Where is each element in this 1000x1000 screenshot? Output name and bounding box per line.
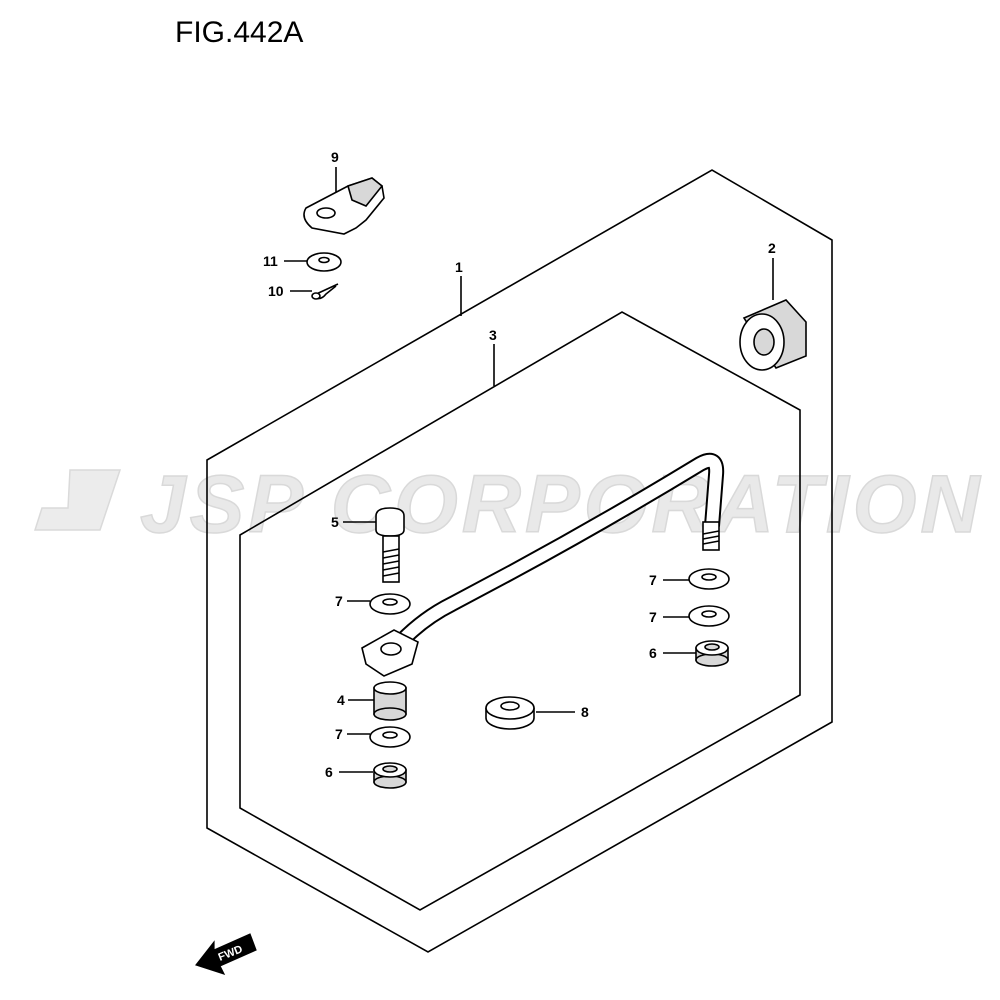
part-7-washer-right-bottom: [688, 605, 730, 627]
callout-2: 2: [768, 240, 776, 256]
callout-7-left-top: 7: [335, 593, 343, 609]
callout-10: 10: [268, 283, 284, 299]
callout-1: 1: [455, 259, 463, 275]
part-8-washer: [485, 696, 535, 730]
watermark-text: JSP CORPORATION: [140, 459, 984, 550]
kit-outline-3: [239, 311, 801, 911]
figure-title: FIG.442A: [175, 16, 303, 49]
part-4-collar: [373, 681, 407, 721]
fwd-arrow-icon: FWD: [194, 933, 257, 976]
part-11-washer: [306, 252, 342, 272]
part-10-pin: [311, 283, 339, 300]
part-6-nut-left: [373, 762, 407, 789]
callout-3: 3: [489, 327, 497, 343]
callout-7-right-bottom: 7: [649, 609, 657, 625]
watermark-logo-icon: [33, 469, 122, 531]
part-7-washer-right-top: [688, 568, 730, 590]
callout-5: 5: [331, 514, 339, 530]
callout-4: 4: [337, 692, 345, 708]
part-7-washer-left-top: [369, 593, 411, 615]
part-7-washer-left-bottom: [369, 726, 411, 748]
watermark: JSP CORPORATION: [33, 458, 984, 551]
leader-lines: [284, 167, 774, 773]
callout-7-right-top: 7: [649, 572, 657, 588]
part-5-bolt: [375, 507, 405, 583]
kit-outline-1: [206, 169, 833, 953]
callout-7-left-bottom: 7: [335, 726, 343, 742]
part-2-grommet: [739, 299, 807, 371]
callout-6-left: 6: [325, 764, 333, 780]
callout-6-right: 6: [649, 645, 657, 661]
callout-11: 11: [263, 253, 278, 269]
callout-9: 9: [331, 149, 339, 165]
part-6-nut-right: [695, 640, 729, 667]
part-9-bracket: [303, 177, 385, 235]
part-3-rod: [361, 452, 725, 677]
callout-8: 8: [581, 704, 589, 720]
